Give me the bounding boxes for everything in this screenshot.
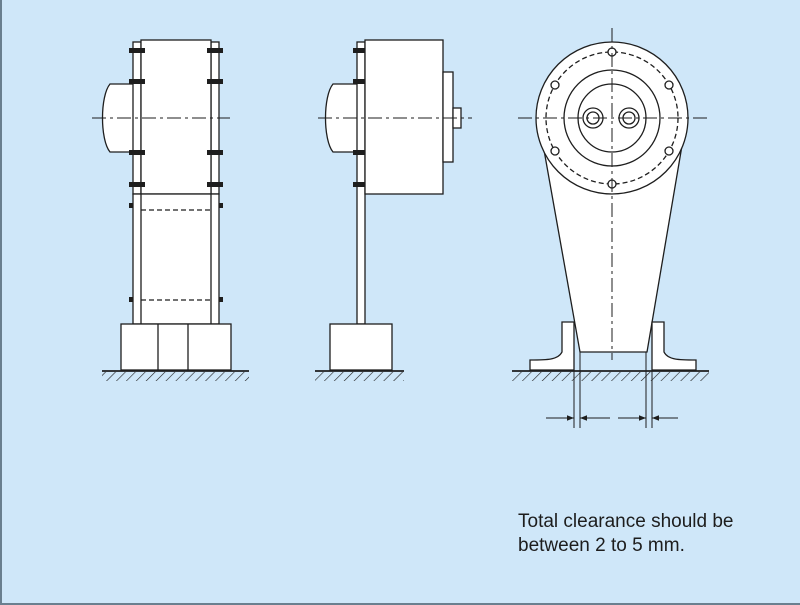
clearance-note: Total clearance should be between 2 to 5… xyxy=(518,510,798,558)
clearance-note-line-2: between 2 to 5 mm. xyxy=(518,535,685,556)
side-shaft xyxy=(324,83,359,153)
bolt-holes xyxy=(550,47,674,189)
end-view xyxy=(512,28,709,428)
left-bracket xyxy=(529,321,575,371)
side-view xyxy=(315,39,472,381)
clearance-note-line-1: Total clearance should be xyxy=(518,511,734,532)
front-view xyxy=(92,39,249,381)
right-bracket xyxy=(651,321,697,371)
clearance-dimensions xyxy=(546,352,678,428)
side-base xyxy=(329,323,393,371)
base-block xyxy=(120,323,232,371)
brake-body xyxy=(140,39,212,195)
side-brake-body xyxy=(364,39,444,195)
